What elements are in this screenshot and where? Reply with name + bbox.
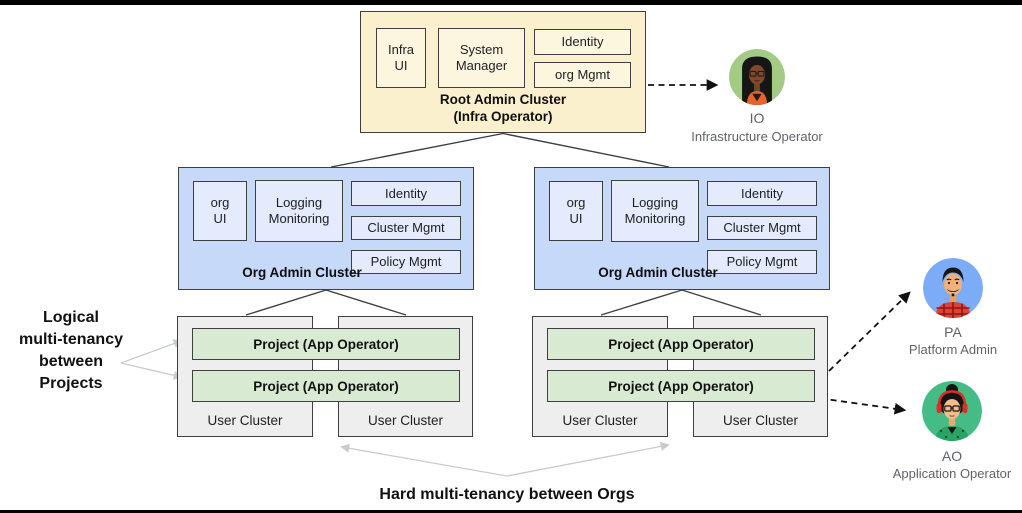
letterbox-bottom <box>0 510 1022 513</box>
project-bar: Project (App Operator) <box>192 328 460 360</box>
io-avatar-icon <box>729 49 785 105</box>
persona-role: Application Operator <box>892 466 1012 481</box>
user-cluster-group-right: Project (App Operator) Project (App Oper… <box>532 316 828 437</box>
root-cluster-title: Root Admin Cluster (Infra Operator) <box>439 92 567 124</box>
line-root-to-org-left <box>330 132 504 168</box>
project-bar: Project (App Operator) <box>547 370 815 402</box>
module-identity: Identity <box>351 181 461 206</box>
persona-code: IO <box>749 110 765 126</box>
root-admin-cluster-box: Infra UI System Manager Identity org Mgm… <box>360 11 646 133</box>
module-identity: Identity <box>707 181 817 206</box>
module-cluster-mgmt: Cluster Mgmt <box>351 216 461 240</box>
user-cluster-label: User Cluster <box>367 413 443 428</box>
persona-code: PA <box>944 324 962 340</box>
project-bar: Project (App Operator) <box>547 328 815 360</box>
org-cluster-title: Org Admin Cluster <box>242 265 362 280</box>
org-admin-cluster-box-left: org UI Logging Monitoring Identity Clust… <box>178 167 474 290</box>
persona-code: AO <box>941 448 963 464</box>
line-root-to-org-right <box>502 132 670 168</box>
org-admin-cluster-box-right: org UI Logging Monitoring Identity Clust… <box>534 167 830 290</box>
module-infra-ui: Infra UI <box>376 28 426 88</box>
module-logging-monitoring: Logging Monitoring <box>255 180 343 242</box>
org-cluster-title: Org Admin Cluster <box>598 265 718 280</box>
module-org-ui: org UI <box>193 181 247 241</box>
persona-role: Infrastructure Operator <box>691 129 823 144</box>
user-cluster-label: User Cluster <box>207 413 283 428</box>
module-policy-mgmt: Policy Mgmt <box>707 250 817 274</box>
module-system-manager: System Manager <box>438 28 525 88</box>
ao-avatar-icon <box>922 381 982 441</box>
left-note: Logical multi-tenancy between Projects <box>18 309 123 392</box>
module-org-ui: org UI <box>549 181 603 241</box>
line-orgleft-to-user1 <box>245 289 327 316</box>
project-bar: Project (App Operator) <box>192 370 460 402</box>
line-orgright-to-user2 <box>681 289 762 316</box>
user-cluster-group-left: Project (App Operator) Project (App Oper… <box>177 316 473 437</box>
line-orgright-to-user1 <box>600 289 683 316</box>
module-cluster-mgmt: Cluster Mgmt <box>707 216 817 240</box>
pa-avatar-icon <box>923 258 983 318</box>
letterbox-top <box>0 0 1022 5</box>
persona-role: Platform Admin <box>908 342 998 357</box>
module-policy-mgmt: Policy Mgmt <box>351 250 461 274</box>
user-cluster-label: User Cluster <box>562 413 638 428</box>
module-identity: Identity <box>534 29 631 55</box>
module-org-mgmt: org Mgmt <box>534 62 631 88</box>
user-cluster-label: User Cluster <box>722 413 798 428</box>
line-orgleft-to-user2 <box>325 289 407 316</box>
note-arrow-between-orgs <box>340 441 670 477</box>
bottom-note: Hard multi-tenancy between Orgs <box>379 486 635 503</box>
module-logging-monitoring: Logging Monitoring <box>611 180 699 242</box>
